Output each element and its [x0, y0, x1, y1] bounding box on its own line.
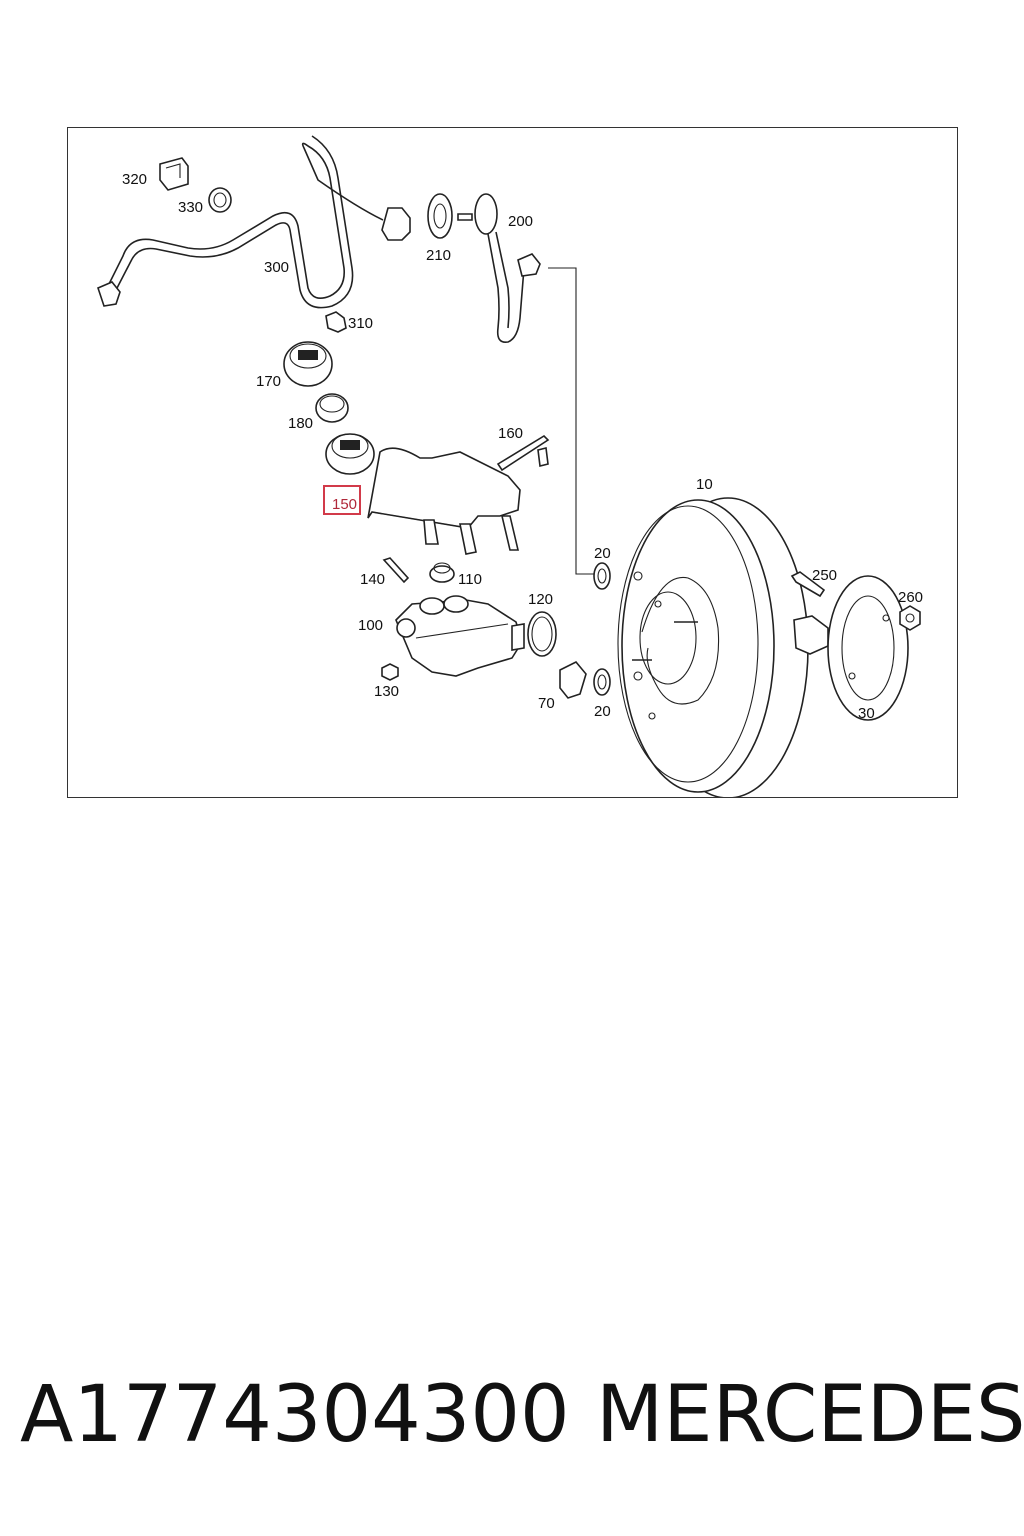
- label-310: 310: [348, 315, 373, 332]
- parts-diagram-frame: 320 330 300 310 210 200 170 180 160 150 …: [67, 127, 958, 798]
- part-number: A1774304300: [20, 1370, 570, 1460]
- label-330: 330: [178, 199, 203, 216]
- gasket-30: [827, 575, 909, 721]
- label-320: 320: [122, 171, 147, 188]
- label-30: 30: [858, 705, 875, 722]
- brake-booster-exploded-diagram: 320 330 300 310 210 200 170 180 160 150 …: [97, 135, 923, 797]
- label-100: 100: [358, 617, 383, 634]
- label-20-upper: 20: [594, 545, 611, 562]
- bolt-250: [790, 571, 826, 598]
- o-ring-120: [527, 611, 557, 657]
- label-210: 210: [426, 247, 451, 264]
- label-20-lower: 20: [594, 703, 611, 720]
- plug-110: [429, 562, 455, 583]
- label-180: 180: [288, 415, 313, 432]
- sensor-70: [559, 661, 587, 699]
- reservoir-cap-170: [283, 341, 333, 387]
- seal-ring-180: [315, 393, 349, 423]
- label-140: 140: [360, 571, 385, 588]
- grommet-20-upper: [593, 562, 611, 590]
- clip-310: [325, 311, 347, 333]
- label-110: 110: [458, 571, 482, 588]
- label-300: 300: [264, 259, 289, 276]
- label-200: 200: [508, 213, 533, 230]
- label-170: 170: [256, 373, 281, 390]
- vacuum-hose-300: [97, 135, 411, 309]
- label-160: 160: [498, 425, 523, 442]
- label-260: 260: [898, 589, 923, 606]
- clip-320: [159, 157, 189, 191]
- check-valve-hose-200: [457, 193, 594, 575]
- nut-130: [381, 663, 399, 681]
- level-sensor-160: [496, 434, 550, 472]
- brake-booster-10: [617, 497, 829, 797]
- nut-260: [899, 605, 921, 631]
- pin-140: [382, 557, 410, 584]
- highlight-box-150: [323, 485, 361, 515]
- master-cylinder-100: [395, 595, 525, 677]
- label-120: 120: [528, 591, 553, 608]
- brake-fluid-reservoir-150: [325, 433, 521, 555]
- brand-name: MERCEDES: [596, 1370, 1024, 1460]
- grommet-20-lower: [593, 668, 611, 696]
- label-70: 70: [538, 695, 555, 712]
- clamp-330: [208, 187, 232, 213]
- label-150: 150: [332, 496, 357, 513]
- label-10: 10: [696, 476, 713, 493]
- label-250: 250: [812, 567, 837, 584]
- label-130: 130: [374, 683, 399, 700]
- product-caption: A1774304300 MERCEDES: [20, 1370, 1024, 1480]
- grommet-210: [427, 193, 453, 239]
